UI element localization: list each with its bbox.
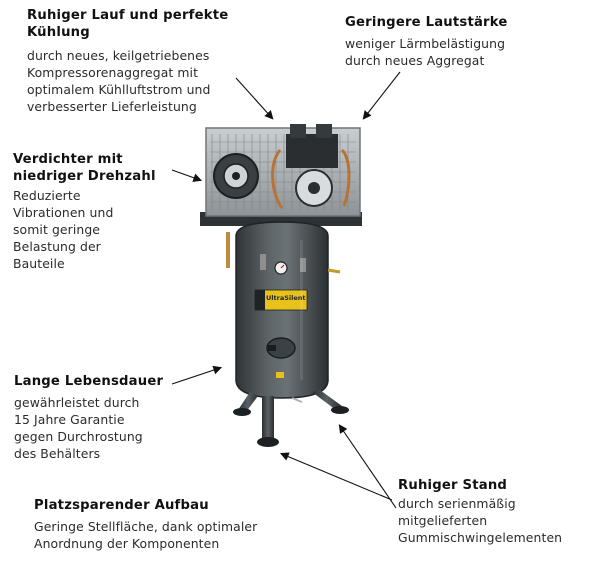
callout-body-line: optimalem Kühlluftstrom und: [27, 82, 211, 97]
callout-lautstaerke: Geringere Lautstärke weniger Lärmbelästi…: [345, 14, 508, 69]
inspection-port: [266, 337, 296, 359]
callout-title-line: Ruhiger Lauf und perfekte: [27, 8, 229, 23]
callout-body-line: Belastung der: [13, 239, 101, 254]
callout-title-line: Geringere Lautstärke: [345, 15, 508, 30]
callout-body-line: durch serienmäßig: [398, 496, 516, 511]
callout-body-line: Anordnung der Komponenten: [34, 536, 220, 551]
callout-title-line: Ruhiger Stand: [398, 478, 508, 493]
callout-body-line: somit geringe: [13, 222, 101, 237]
arrow-stand-2: [338, 424, 397, 509]
callout-body-line: weniger Lärmbelästigung: [345, 36, 506, 51]
compressor-unit: [200, 124, 362, 226]
callout-title-line: niedriger Drehzahl: [13, 169, 156, 184]
arrow-verdichter: [171, 169, 203, 182]
callout-body-line: des Behälters: [14, 446, 101, 461]
callout-body-line: mitgelieferten: [398, 513, 488, 528]
callout-title-line: Lange Lebensdauer: [14, 374, 164, 389]
callout-title-line: Kühlung: [27, 25, 90, 40]
callout-body-line: durch neues Aggregat: [345, 53, 485, 68]
callout-body-line: verbesserter Lieferleistung: [27, 99, 197, 114]
product-badge-text: UltraSilent: [266, 294, 306, 302]
callout-body-line: 15 Jahre Garantie: [14, 412, 125, 427]
callout-verdichter: Verdichter mit niedriger Drehzahl Reduzi…: [13, 151, 156, 272]
arrow-lebensdauer: [171, 365, 223, 385]
callout-body-line: Reduzierte: [13, 188, 81, 203]
pump-head: [286, 134, 338, 168]
callout-ruhiger-lauf: Ruhiger Lauf und perfekte Kühlung durch …: [27, 7, 228, 115]
arrow-lautstaerke: [362, 71, 401, 120]
callout-body-line: gewährleistet durch: [14, 395, 140, 410]
callout-body-line: Kompressorenaggregat mit: [27, 65, 199, 80]
callout-body-line: durch neues, keilgetriebenes: [27, 48, 210, 63]
callout-lebensdauer: Lange Lebensdauer gewährleistet durch 15…: [14, 373, 163, 462]
callout-body-line: gegen Durchrostung: [14, 429, 143, 444]
callout-arrows: [171, 71, 401, 509]
callout-body-line: Geringe Stellfläche, dank optimaler: [34, 519, 258, 534]
callout-body-line: Gummischwingelementen: [398, 530, 563, 545]
arrow-ruhiger-lauf: [235, 77, 274, 120]
tank-legs: [233, 390, 349, 447]
callout-title-line: Verdichter mit: [13, 152, 123, 167]
air-tank: [226, 221, 341, 399]
arrow-stand-1: [279, 452, 393, 501]
callout-aufbau: Platzsparender Aufbau Geringe Stellfläch…: [34, 497, 257, 552]
callout-stand: Ruhiger Stand durch serienmäßig mitgelie…: [398, 477, 562, 546]
callout-body-line: Vibrationen und: [13, 205, 114, 220]
callout-body-line: Bauteile: [13, 256, 65, 271]
callout-title-line: Platzsparender Aufbau: [34, 498, 209, 513]
